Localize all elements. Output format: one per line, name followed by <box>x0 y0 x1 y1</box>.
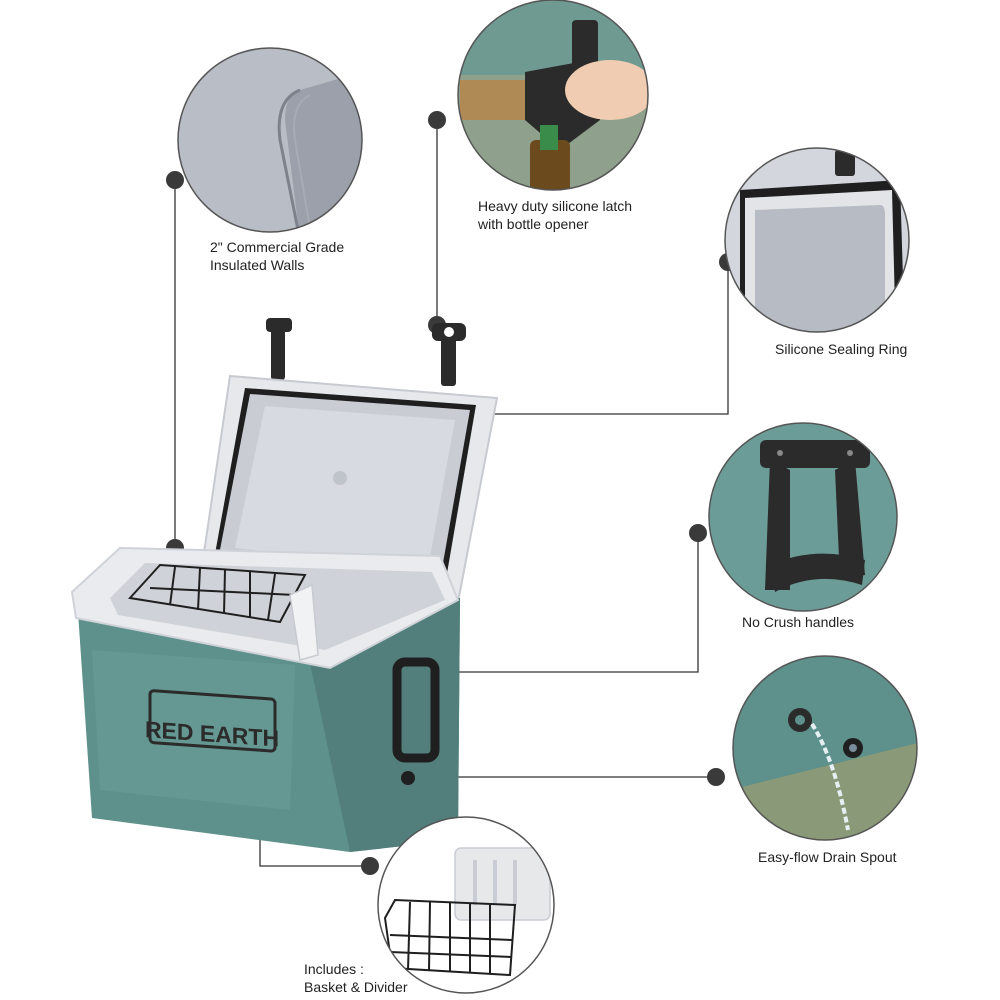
caption-insulated-walls: 2" Commercial Grade Insulated Walls <box>210 239 345 273</box>
dot-includes-right <box>361 857 379 875</box>
feature-walls-image <box>178 48 362 232</box>
caption-sealing-ring: Silicone Sealing Ring <box>775 341 908 357</box>
feature-drain-image <box>733 656 917 840</box>
connector-handles <box>430 533 699 673</box>
dot-drain-right <box>707 768 725 786</box>
feature-seal-image <box>725 148 909 332</box>
latch-strap-left <box>266 318 292 380</box>
feature-handles-image <box>709 423 897 611</box>
connector-seal <box>468 262 729 415</box>
cooler-body: RED EARTH <box>70 546 460 852</box>
dot-latch-top <box>428 111 446 129</box>
latch-strap-right <box>432 323 466 386</box>
cooler-lid <box>198 374 499 604</box>
dot-handles-top <box>689 524 707 542</box>
cooler-drain <box>401 771 415 785</box>
cooler-side-handle <box>392 657 440 763</box>
dot-walls-top <box>166 171 184 189</box>
feature-latch-image <box>458 0 648 190</box>
cooler: RED EARTH <box>70 318 499 852</box>
cooler-divider <box>289 583 319 661</box>
caption-no-crush-handles: No Crush handles <box>742 614 855 630</box>
cooler-basket <box>128 563 307 624</box>
feature-includes-image <box>378 817 554 993</box>
caption-drain-spout: Easy-flow Drain Spout <box>758 849 897 865</box>
caption-includes: Includes : Basket & Divider <box>304 961 408 995</box>
caption-latch-bottle-opener: Heavy duty silicone latch with bottle op… <box>478 198 633 232</box>
